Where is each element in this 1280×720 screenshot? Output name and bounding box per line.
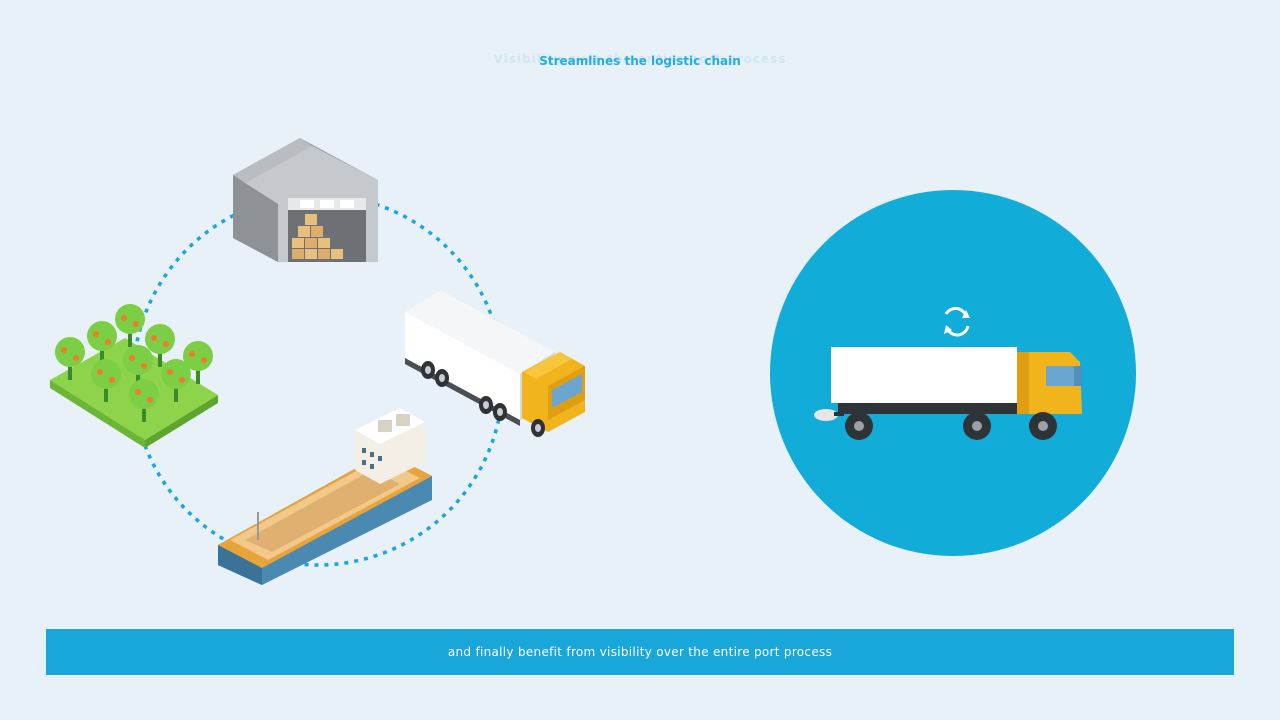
cargo-ship-icon (218, 408, 432, 585)
subtitle-text: and finally benefit from visibility over… (447, 645, 833, 659)
refresh-icon (944, 307, 970, 337)
truck-icon (405, 290, 585, 437)
page-title: Streamlines the logistic chain (539, 54, 741, 68)
warehouse-icon (233, 138, 378, 262)
featured-truck-icon (814, 347, 1082, 440)
subtitle-banner: and finally benefit from visibility over… (46, 629, 1234, 675)
background-title: Visibility over the entire port process (493, 52, 787, 66)
orchard-icon (50, 304, 218, 448)
